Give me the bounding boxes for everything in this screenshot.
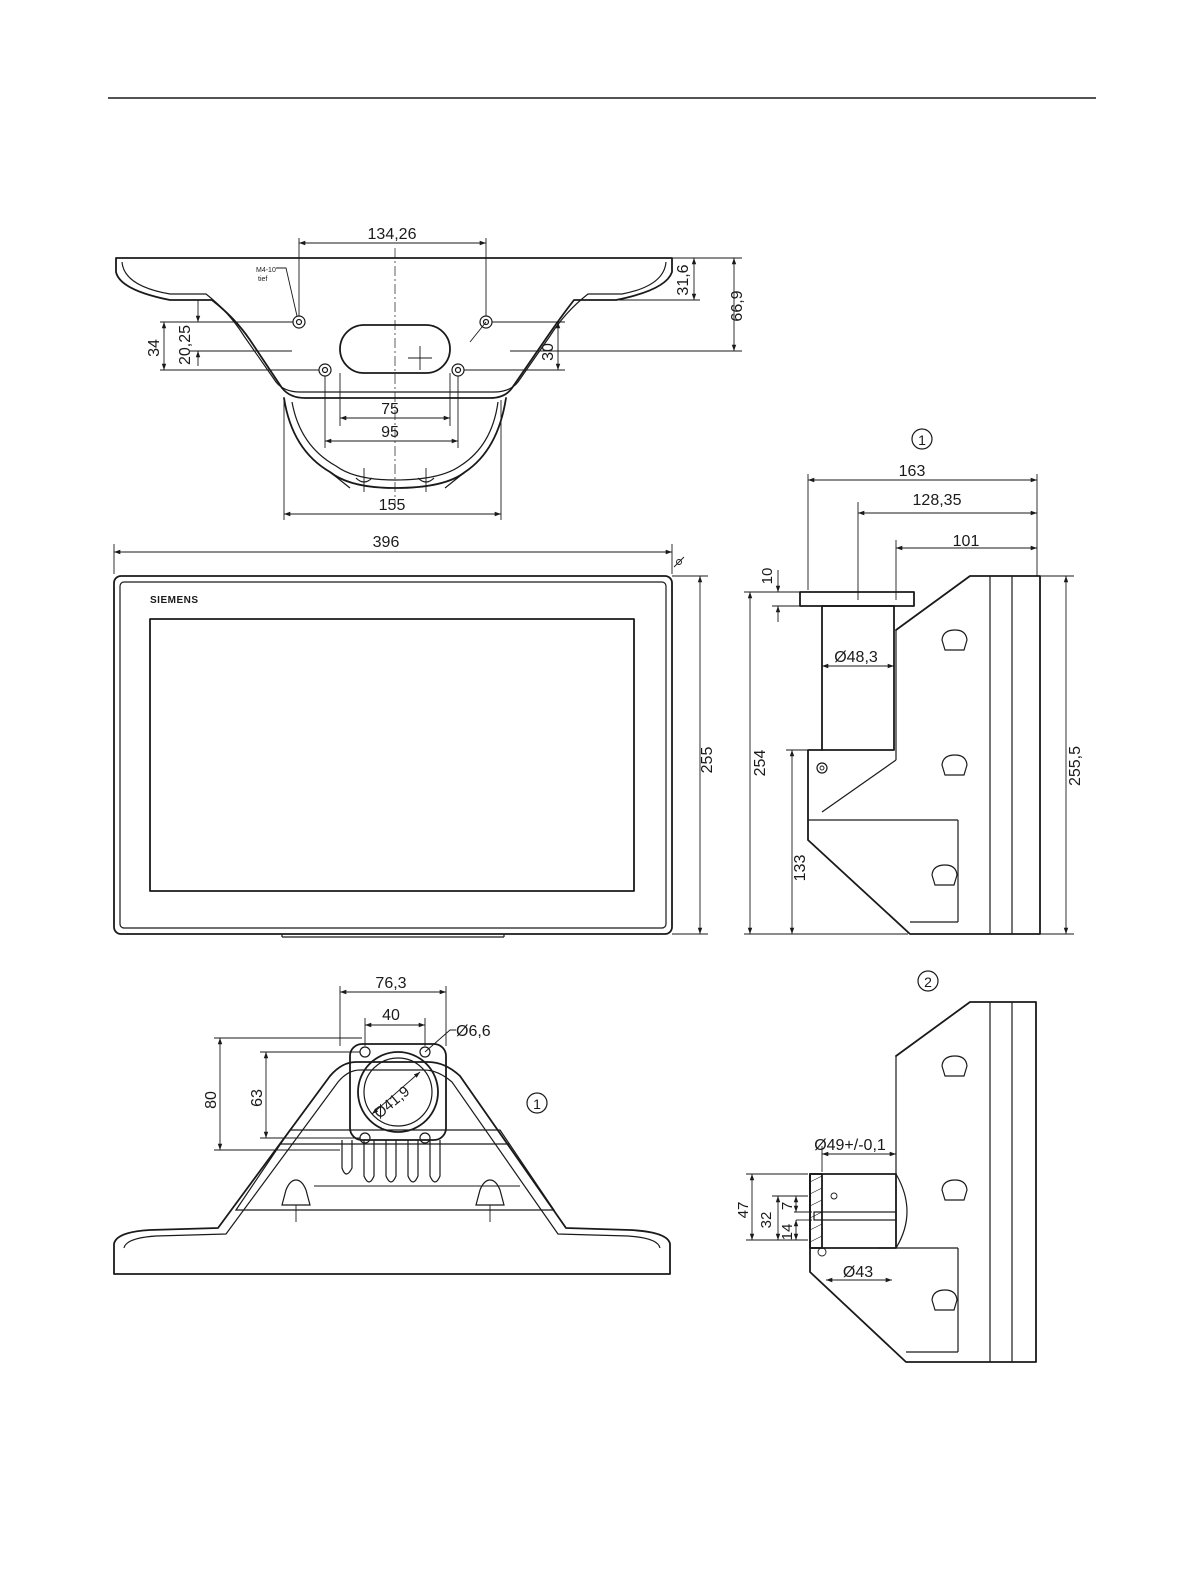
dim-height-80: 80 (203, 1091, 220, 1109)
dim-right-hole: 30 (540, 343, 557, 361)
dim-detail-47: 47 (735, 1202, 752, 1219)
dim-depth-pipe: 128,35 (913, 492, 962, 509)
dim-front-width: 396 (373, 534, 400, 551)
dim-left-outer: 34 (146, 339, 163, 357)
dim-left-inner: 20,25 (177, 325, 194, 365)
dim-height-133: 133 (792, 855, 809, 882)
dim-pipe-diameter: Ø48,3 (834, 649, 878, 666)
dim-hole-diameter: Ø6,6 (456, 1023, 491, 1040)
dim-hole-spacing-bottom: 40 (382, 1007, 400, 1024)
side-view-marker: 1 (918, 432, 926, 448)
dim-height-total: 66,9 (729, 290, 746, 321)
dim-depth-total: 163 (899, 463, 926, 480)
dim-inner-diameter: Ø43 (843, 1264, 873, 1281)
dim-depth-panel: 101 (953, 533, 980, 550)
thread-note-depth: tief (258, 276, 267, 283)
dim-height-254: 254 (752, 750, 769, 777)
dim-slot: 75 (381, 401, 399, 418)
dim-detail-14: 14 (779, 1224, 796, 1241)
thread-note: M4-10 (256, 267, 276, 274)
bottom-view-marker: 1 (533, 1096, 541, 1112)
detail-view: 2 Ø49+/-0,1 Ø43 47 32 (735, 971, 1036, 1362)
siemens-logo: SIEMENS (150, 595, 199, 606)
dim-holes-lower: 95 (381, 424, 399, 441)
top-view: 134,26 M4-10 tief 31,6 66,9 34 20,25 30 … (116, 226, 746, 520)
dim-height-255-5: 255,5 (1067, 746, 1084, 786)
dim-front-height: 255 (699, 747, 716, 774)
dim-height-63: 63 (249, 1089, 266, 1107)
dim-hole-spacing-top: 134,26 (368, 226, 417, 243)
detail-view-marker: 2 (924, 974, 932, 990)
dim-detail-32: 32 (758, 1212, 775, 1229)
dim-flange-width: 76,3 (375, 975, 406, 992)
front-view: SIEMENS 396 255 (114, 534, 716, 937)
dim-outer-diameter: Ø49+/-0,1 (814, 1137, 886, 1154)
dim-flange: 10 (759, 568, 776, 585)
dim-foot: 155 (379, 497, 406, 514)
dim-bore: Ø41,9 (371, 1083, 413, 1122)
side-view: 1 163 128,35 101 Ø48,3 10 254 (744, 429, 1084, 934)
bottom-view: 1 76,3 40 Ø6,6 Ø41,9 80 63 (114, 975, 670, 1274)
dim-height-upper: 31,6 (675, 264, 692, 295)
dim-detail-7: 7 (779, 1202, 796, 1210)
